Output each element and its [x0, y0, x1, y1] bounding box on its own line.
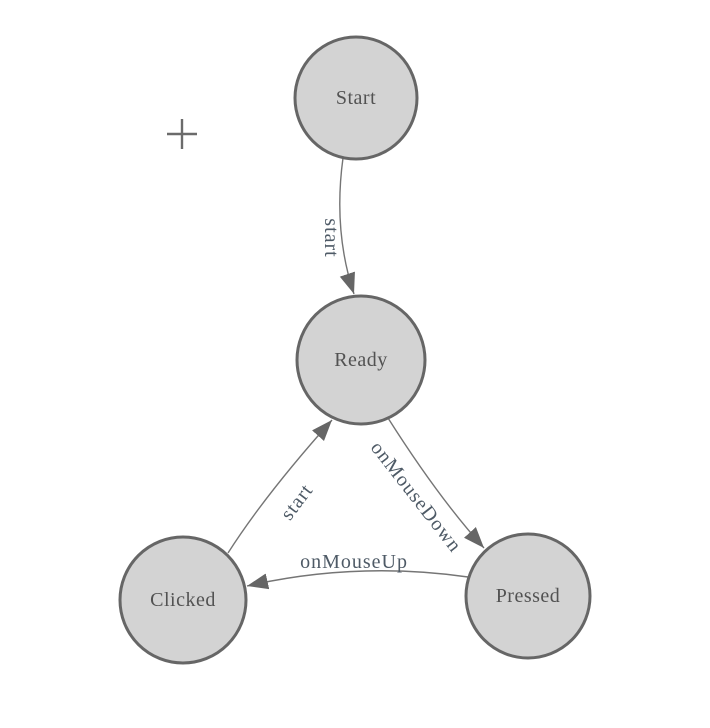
cursor-layer	[167, 119, 197, 149]
edge-label-start-to-ready[interactable]: start	[320, 218, 342, 257]
edge-start-to-ready[interactable]	[339, 157, 355, 295]
edge-label-ready-to-pressed[interactable]: onMouseDown	[366, 437, 466, 556]
state-node-circle-start[interactable]	[293, 35, 419, 161]
edge-label-pressed-to-clicked[interactable]: onMouseUp	[300, 551, 408, 573]
state-node-circle-pressed[interactable]	[464, 532, 592, 660]
state-node-clicked[interactable]: Clicked	[118, 535, 248, 665]
state-node-circle-ready[interactable]	[295, 294, 427, 426]
state-node-pressed[interactable]: Pressed	[464, 532, 592, 660]
edge-pressed-to-clicked[interactable]	[246, 570, 469, 590]
edge-ready-to-pressed[interactable]	[387, 417, 485, 549]
edge-clicked-to-ready[interactable]	[227, 419, 333, 554]
state-node-ready[interactable]: Ready	[295, 294, 427, 426]
edges-layer	[227, 157, 485, 590]
state-node-start[interactable]: Start	[293, 35, 419, 161]
edge-label-clicked-to-ready[interactable]: start	[276, 480, 317, 525]
state-node-circle-clicked[interactable]	[118, 535, 248, 665]
